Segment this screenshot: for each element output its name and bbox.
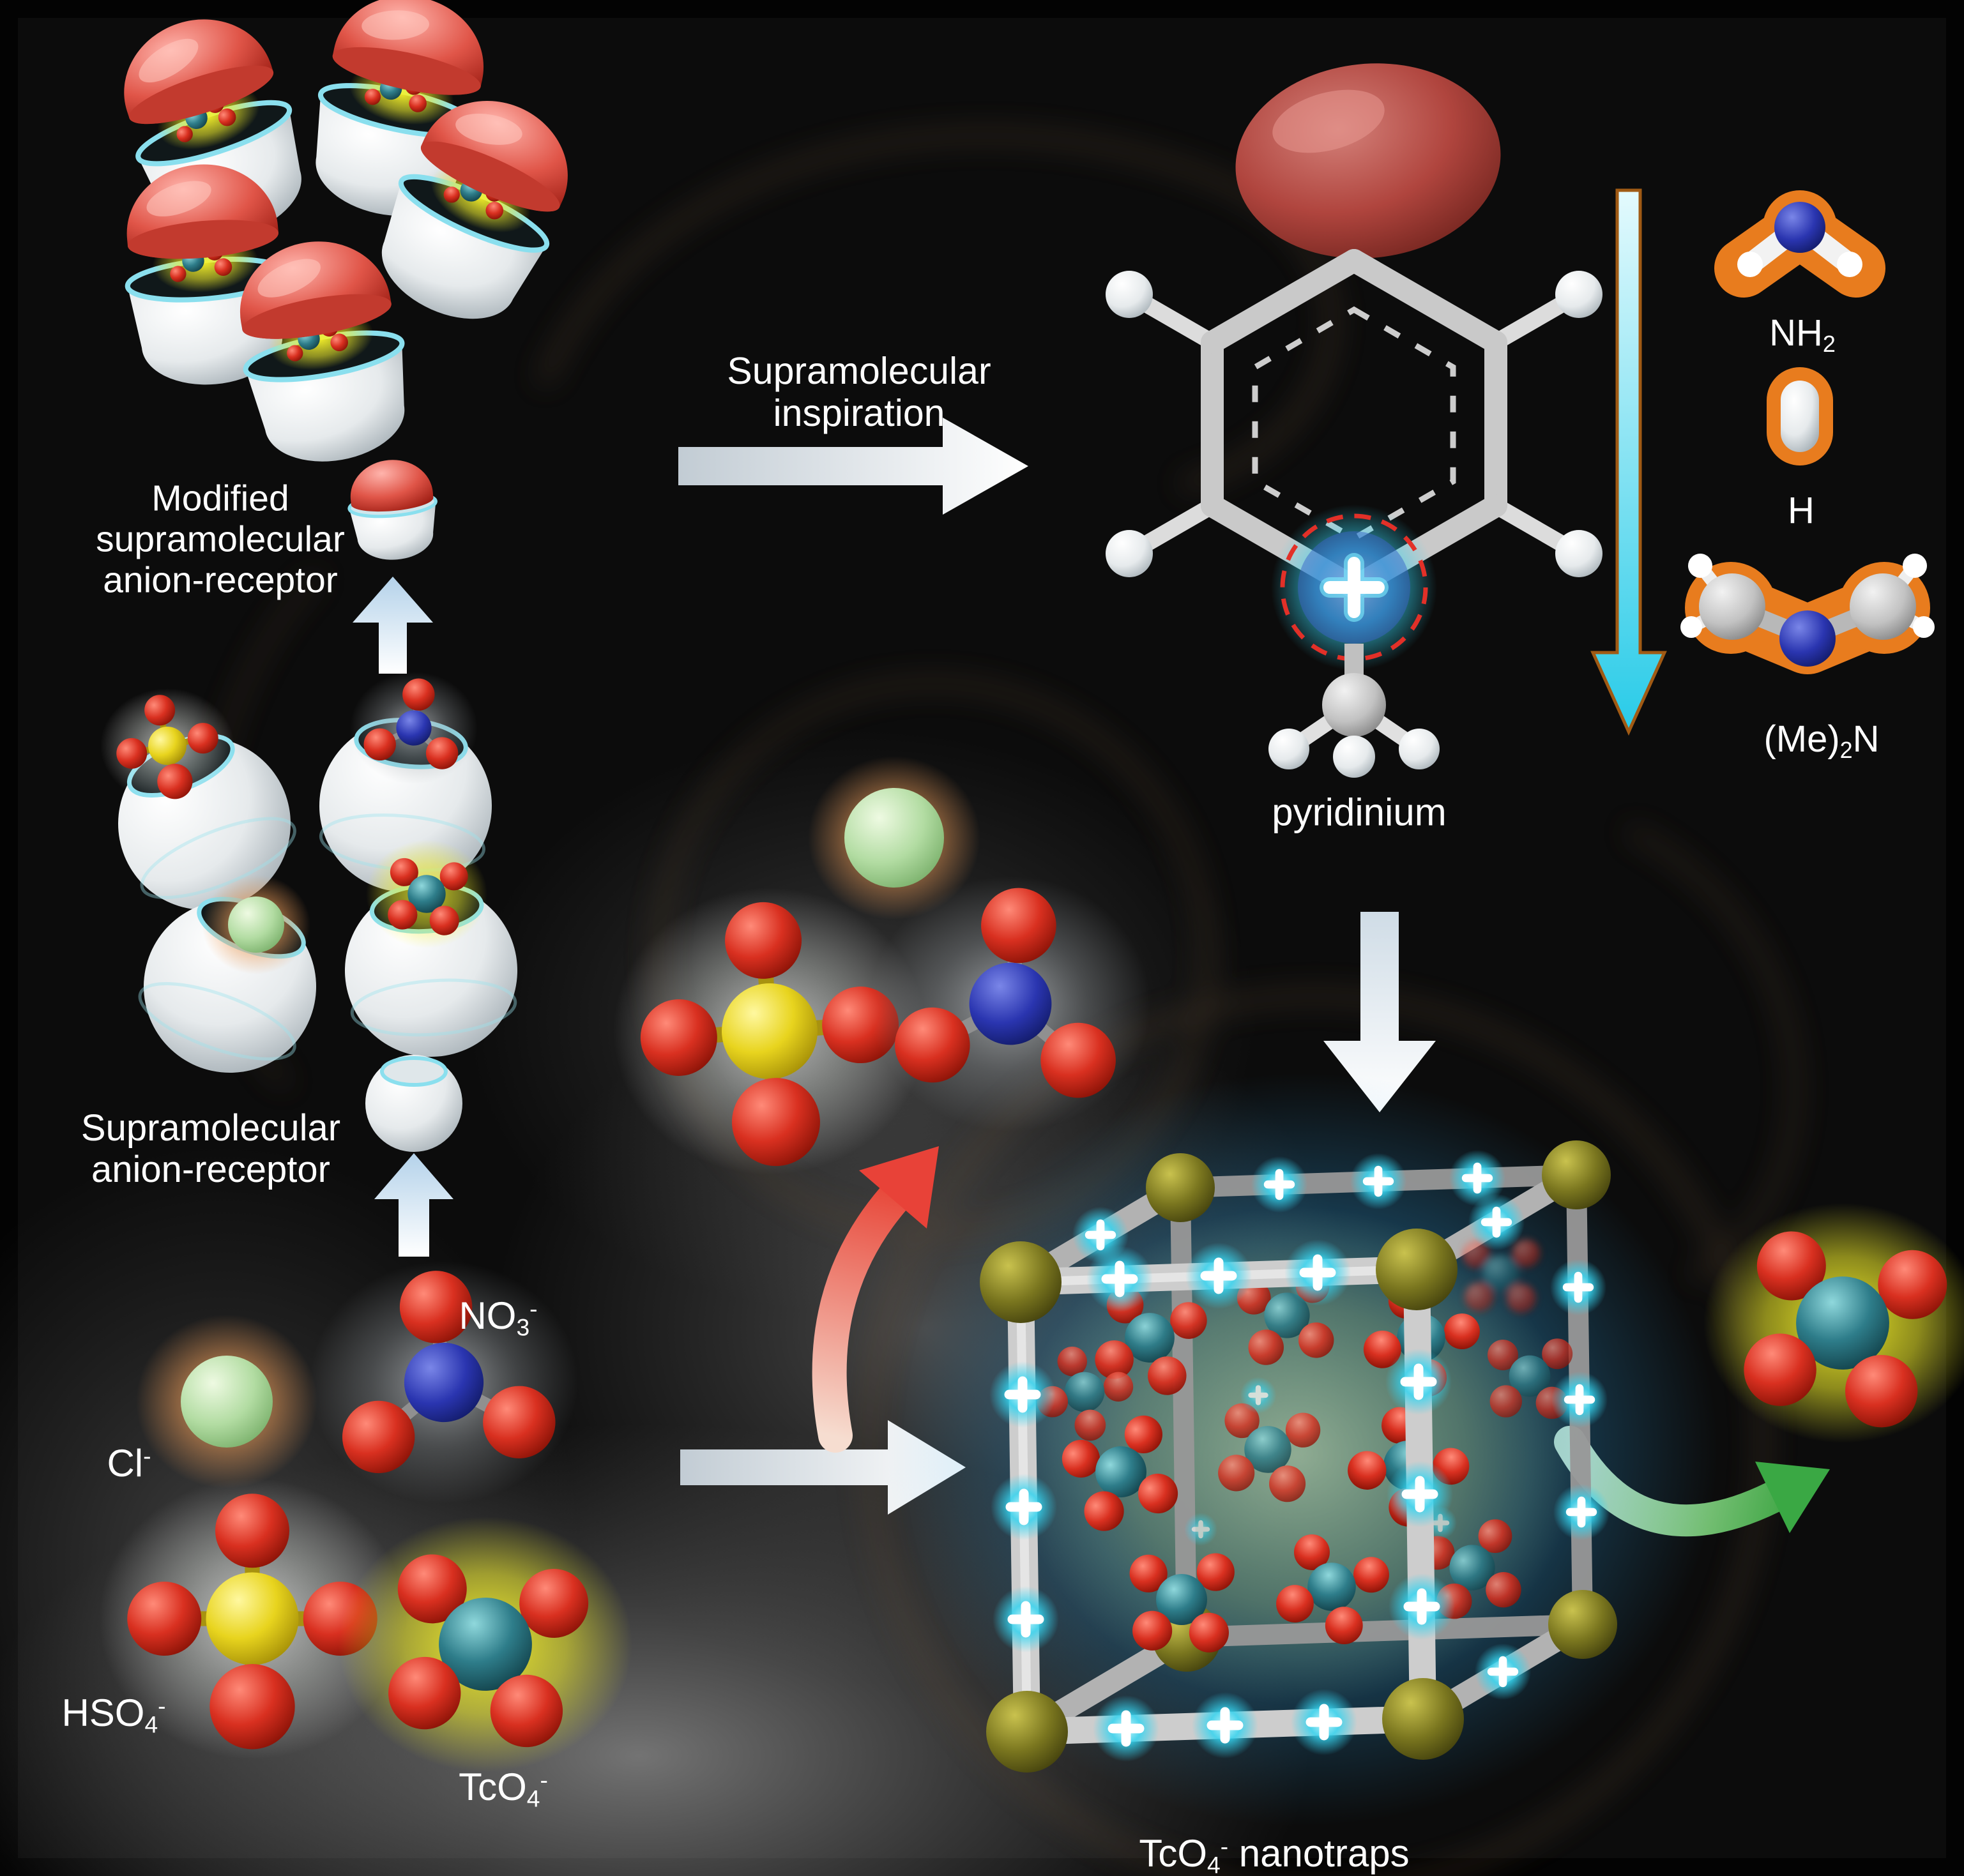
formula-base: Cl: [107, 1442, 144, 1485]
cube-node: [1382, 1678, 1464, 1760]
cube-node: [986, 1691, 1068, 1773]
hydrogen-atom: [1106, 271, 1153, 318]
cube-node: [1548, 1590, 1617, 1659]
nh2-fragment: [1714, 190, 1885, 298]
cube-node: [1146, 1153, 1215, 1222]
formula-post: nanotraps: [1228, 1832, 1410, 1875]
formula-sub: 2: [1822, 330, 1836, 357]
formula-base: H: [1788, 490, 1815, 531]
formula-base: NH: [1769, 312, 1823, 354]
label-hso4: HSO4-: [61, 1649, 165, 1738]
small-receptor-sphere: [365, 1055, 462, 1152]
h-fragment: [1767, 367, 1833, 465]
plus-charge: [1323, 557, 1385, 618]
formula-base: TcO: [1139, 1832, 1208, 1875]
cube-node: [1542, 1140, 1611, 1209]
formula-base: NO: [459, 1294, 517, 1338]
label-cl: Cl-: [107, 1399, 151, 1485]
arrow-up-modified: [353, 577, 433, 674]
no3-molecule: [870, 876, 1151, 1131]
label-no3: NO3-: [459, 1252, 537, 1341]
hydrogen-atom: [1555, 530, 1602, 577]
formula-sub: 4: [1207, 1851, 1221, 1876]
formula-sub: 2: [1839, 736, 1853, 763]
dashed-charge-circle: [1280, 513, 1428, 662]
chloride-ion: [808, 756, 980, 919]
formula-base: TcO: [459, 1766, 527, 1809]
aromatic-dashes: [1252, 306, 1456, 542]
hso4-molecule: [100, 685, 234, 810]
plus-charge-badge: [1240, 1377, 1276, 1413]
label-tco4: TcO4-: [459, 1723, 548, 1812]
formula-sub: 3: [516, 1313, 530, 1341]
cube-node: [980, 1241, 1062, 1323]
plus-charge-badge: [1184, 1513, 1217, 1546]
label-pyridinium: pyridinium: [1272, 790, 1447, 834]
label-inspiration: Supramolecular inspiration: [727, 349, 991, 434]
anion-receptor-cluster: [92, 672, 523, 1097]
formula-sup: -: [158, 1692, 166, 1720]
arrow-rejected-anions: [812, 1146, 939, 1453]
arrow-down-assembly: [1323, 912, 1436, 1112]
substituent-fragments: [1680, 190, 1935, 674]
nitrogen-cation: [1271, 504, 1437, 670]
label-h: H: [1788, 449, 1815, 532]
no3-molecule: [310, 1260, 578, 1504]
label-modified-receptor: Modified supramolecular anion-receptor: [96, 478, 345, 600]
formula-sup: -: [143, 1442, 151, 1470]
label-anion-receptor: Supramolecular anion-receptor: [80, 1107, 341, 1190]
label-nanotraps: TcO4- nanotraps: [1139, 1789, 1409, 1876]
tco4-molecule: [366, 840, 487, 948]
hso4-molecule: [99, 1478, 406, 1759]
hydrogen-atom: [1555, 271, 1602, 318]
formula-base: HSO: [61, 1691, 145, 1735]
formula-sup: -: [1220, 1833, 1229, 1860]
formula-post: N: [1852, 718, 1880, 760]
methyl-group: [1268, 644, 1440, 778]
hydrogen-atom: [1106, 530, 1153, 577]
nanotrap-cube: [888, 1073, 1718, 1826]
cube-node: [1376, 1229, 1458, 1310]
pyridinium-molecule: [1106, 63, 1602, 778]
formula-sup: -: [540, 1766, 548, 1794]
arrow-up-receptor: [374, 1153, 453, 1257]
formula-sub: 4: [526, 1785, 540, 1812]
released-tco4-molecule: [1703, 1203, 1964, 1443]
formula-sub: 4: [144, 1711, 158, 1738]
arrow-inspiration: [678, 418, 1028, 515]
chloride-ion: [202, 875, 310, 974]
chloride-ion: [136, 1315, 317, 1488]
hso4-molecule: [613, 888, 926, 1175]
formula-sup: -: [529, 1295, 538, 1322]
label-nh2: NH2: [1769, 271, 1836, 357]
rejected-anions: [613, 756, 1151, 1175]
arrow-substituent-series: [1590, 188, 1667, 736]
me2n-fragment: [1680, 554, 1935, 674]
tco4-molecule: [339, 1517, 632, 1772]
no3-molecule: [350, 672, 478, 784]
anion-gallery: [99, 1260, 632, 1772]
formula-base: (Me): [1763, 718, 1840, 760]
label-me2n: (Me)2N: [1763, 677, 1879, 763]
